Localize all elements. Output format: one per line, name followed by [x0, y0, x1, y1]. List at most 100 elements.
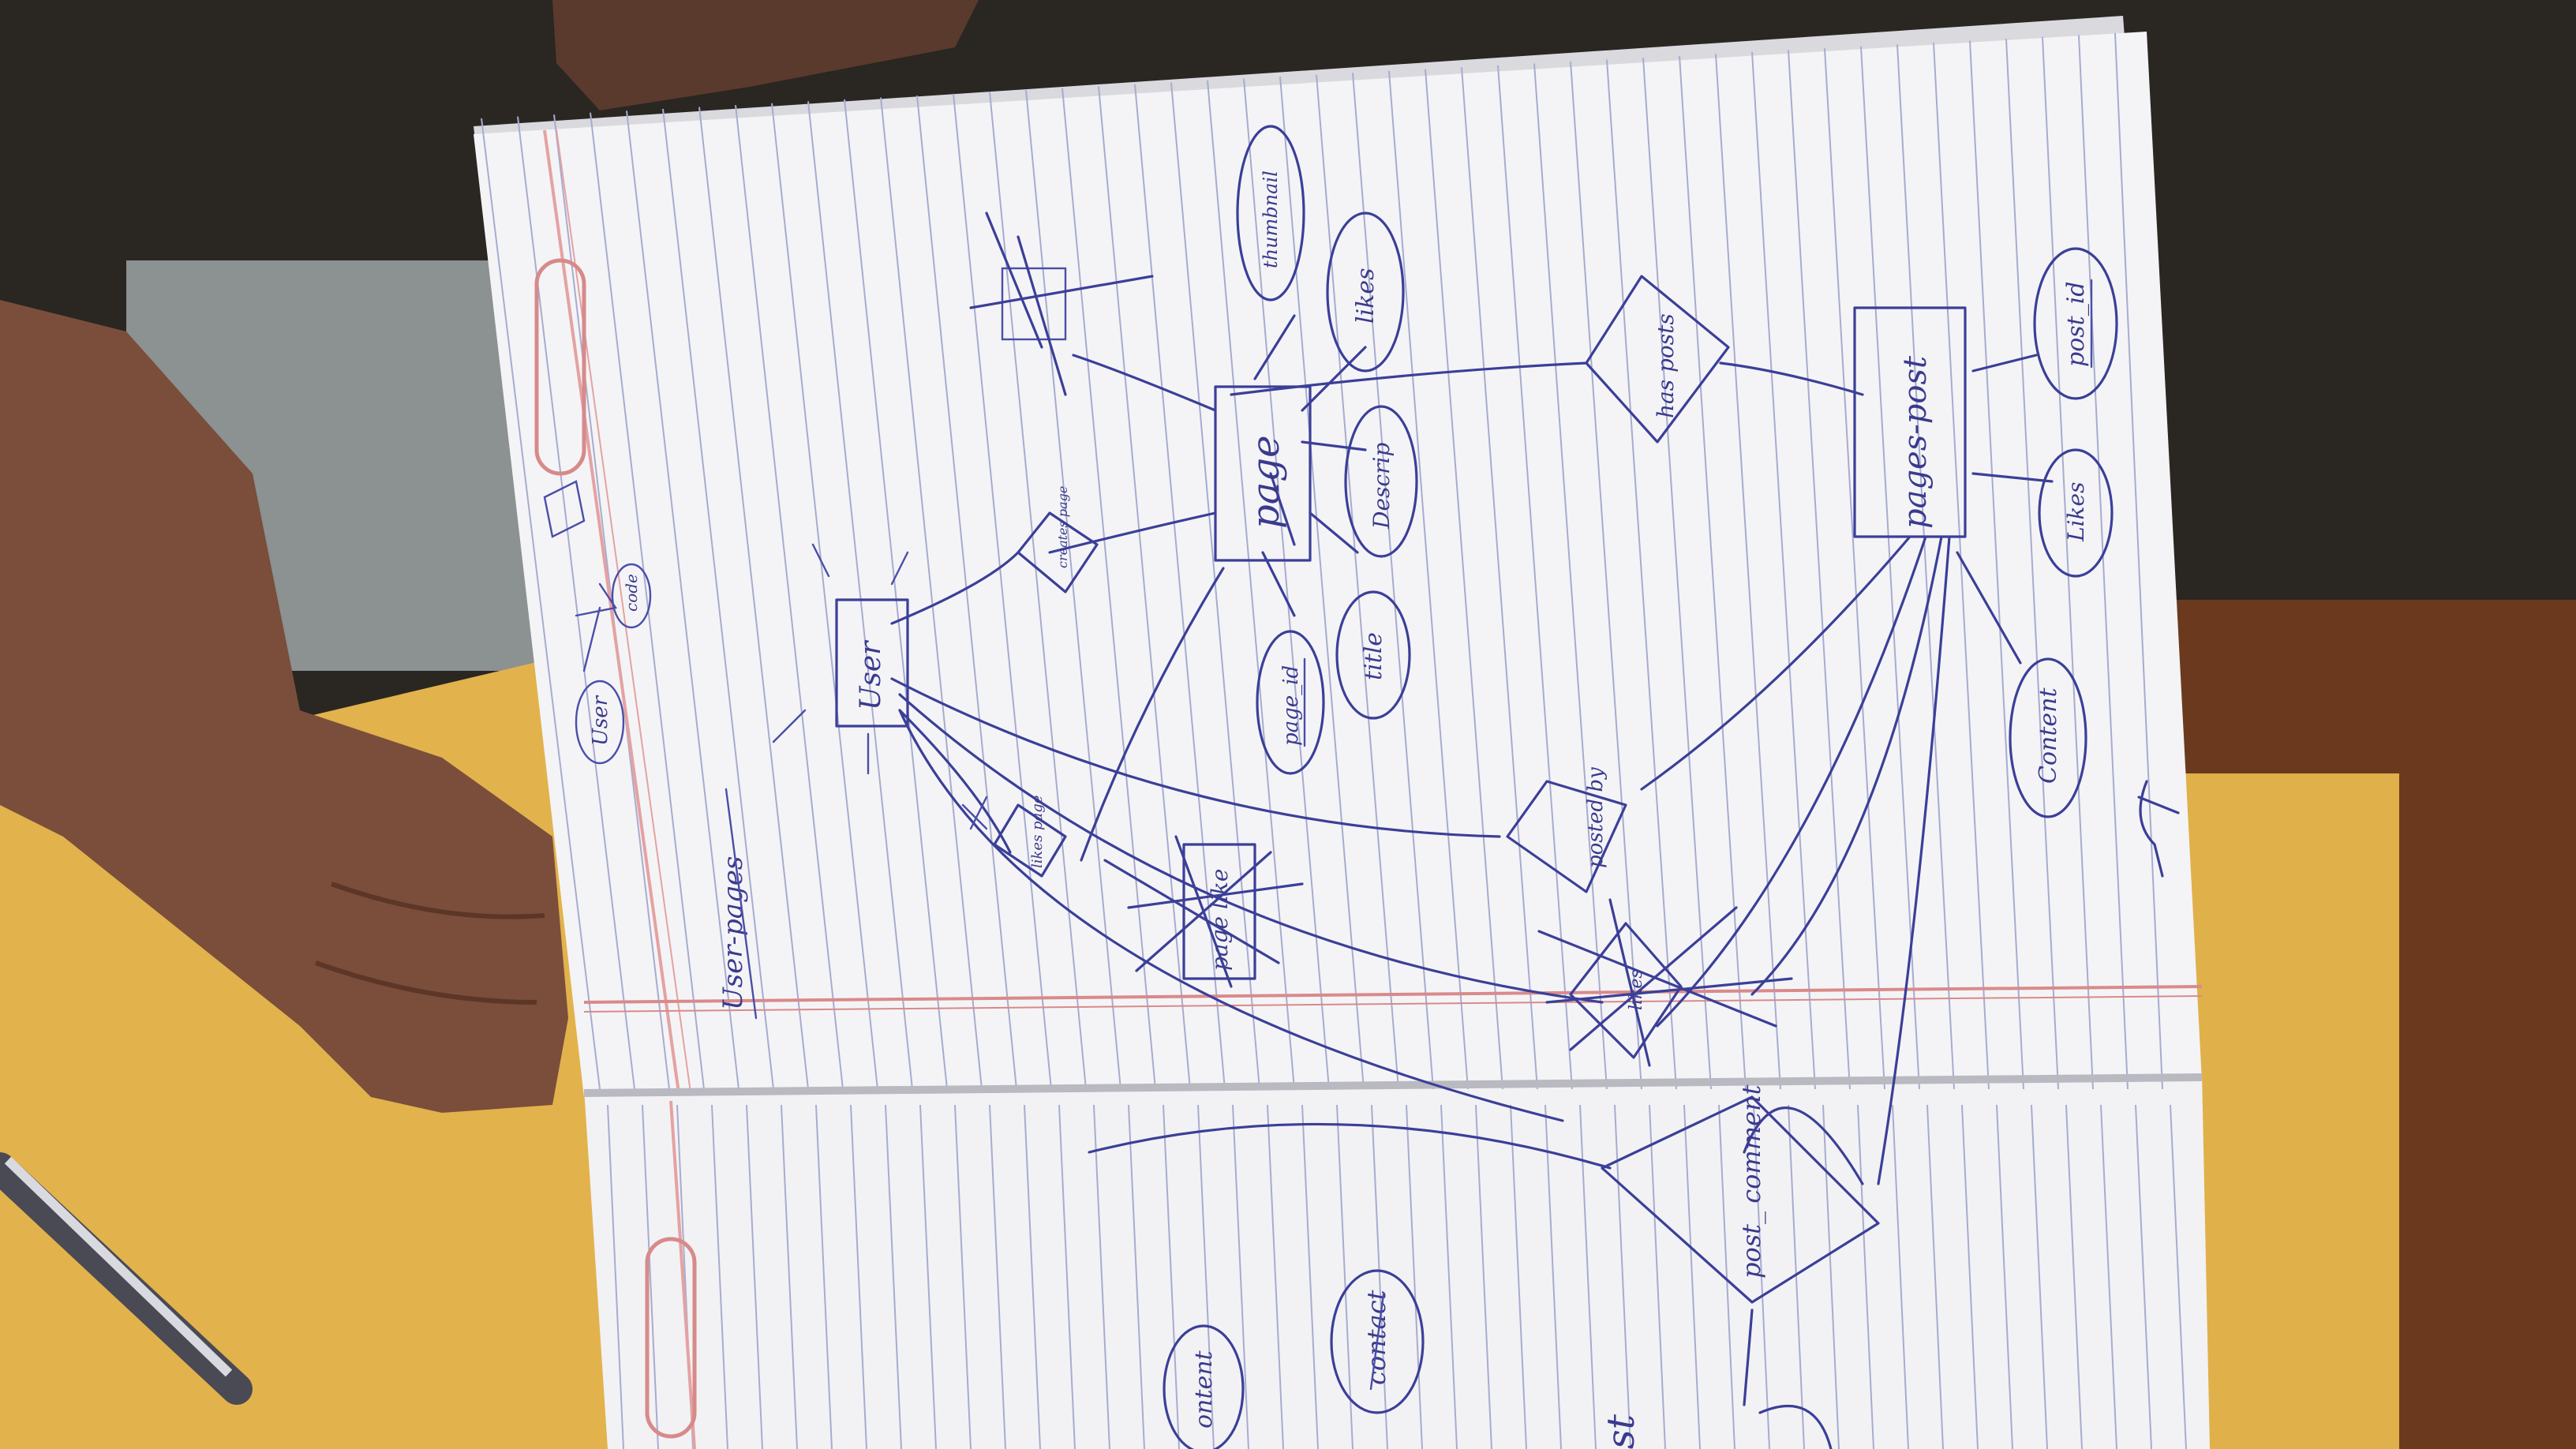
rule-line-lower — [919, 1104, 937, 1449]
rule-line — [2005, 39, 2059, 1090]
rule-line-lower — [1753, 1104, 1770, 1449]
rule-line — [1860, 46, 1920, 1090]
rule-line-lower — [711, 1104, 728, 1449]
attr-page-id: page_id — [1256, 630, 1325, 775]
rule-line-lower — [746, 1104, 763, 1449]
attr-content: Content — [2009, 657, 2087, 818]
entity-user-label: User — [855, 640, 887, 710]
rule-line — [2114, 32, 2163, 1090]
rule-line-lower — [1058, 1104, 1076, 1449]
rule-line — [1679, 55, 1747, 1090]
rule-line — [1606, 59, 1677, 1090]
margin-note-code: code — [611, 563, 652, 629]
rel-creates-page-label: creates page — [1055, 486, 1070, 568]
rule-line — [1098, 86, 1191, 1090]
rule-line-lower — [2031, 1104, 2048, 1449]
rule-line — [1824, 48, 1885, 1090]
rule-line-lower — [850, 1104, 867, 1449]
rule-line — [1570, 61, 1642, 1090]
initials-mark — [2137, 780, 2180, 878]
margin-line-mid — [583, 985, 2203, 1004]
rel-likes-crossed: likes — [1537, 898, 1793, 1067]
rule-line — [1788, 50, 1851, 1090]
rel-posted-by-label: posted by — [1584, 767, 1608, 868]
attr-content-label: Content — [2035, 687, 2062, 784]
rel-likes-page-label: likes page — [1029, 796, 1046, 868]
rule-line — [1497, 65, 1573, 1090]
attr-page-id-label: page_id — [1279, 665, 1303, 746]
rule-line — [1352, 73, 1434, 1090]
crossed-sketch — [969, 212, 1154, 396]
attr-post-id-label: post_id — [2062, 281, 2090, 367]
ruled-lines — [481, 32, 2187, 1449]
attr-thumbnail: thumbnail — [1236, 125, 1305, 301]
rule-line-lower — [1440, 1104, 1458, 1449]
rule-line — [1279, 77, 1365, 1090]
entity-page: page — [1214, 385, 1312, 562]
rule-line-lower — [1822, 1104, 1840, 1449]
rule-line-lower — [781, 1104, 798, 1449]
margin-note-user: User — [575, 680, 625, 765]
entity-page-label: page — [1244, 436, 1288, 529]
entity-pages-post: pages-post — [1853, 306, 1967, 538]
rule-line — [1896, 44, 1955, 1090]
rel-has-posts-label: has posts — [1653, 313, 1679, 418]
rule-line — [1933, 42, 1990, 1090]
attr-post-id: post_id — [2033, 247, 2118, 400]
notebook-page-lower — [584, 1073, 2210, 1449]
pen — [0, 1152, 253, 1405]
rule-line-lower — [1961, 1104, 1979, 1449]
rule-line — [1715, 54, 1781, 1090]
rule-line-lower — [1718, 1104, 1735, 1449]
entity-user: User — [772, 543, 909, 775]
rule-line-lower — [1024, 1104, 1041, 1449]
rule-line — [1243, 78, 1330, 1090]
thumb-top — [552, 0, 979, 110]
margin-line-left — [543, 129, 680, 1094]
rule-line-lower — [1232, 1104, 1249, 1449]
margin-line-lower — [669, 1100, 696, 1449]
rule-line-lower — [1475, 1104, 1492, 1449]
er-diagram: User code User-pages — [543, 125, 2180, 1449]
rule-line — [698, 107, 809, 1090]
rule-line-lower — [1649, 1104, 1666, 1449]
rule-line-lower — [607, 1104, 624, 1449]
notebook-page-main — [474, 32, 2202, 1097]
rule-line-lower — [1926, 1104, 1944, 1449]
rule-line — [1025, 89, 1121, 1090]
rule-line-lower — [1857, 1104, 1874, 1449]
rule-line-lower — [1996, 1104, 2013, 1449]
notebook — [474, 16, 2210, 1449]
rule-line-lower — [989, 1104, 1006, 1449]
attr-likes: likes — [1326, 212, 1405, 373]
rel-likes-crossed-label: likes — [1627, 969, 1646, 1010]
attr-post-likes: Likes — [2038, 448, 2114, 578]
rule-line-lower — [815, 1104, 833, 1449]
attr-post-likes-label: Likes — [2063, 482, 2089, 542]
rule-line — [844, 99, 948, 1090]
rule-line — [662, 108, 774, 1090]
rule-line — [1969, 40, 2024, 1090]
rule-line-lower — [1371, 1104, 1388, 1449]
rule-line-lower — [1788, 1104, 1805, 1449]
rule-line-lower — [2170, 1104, 2187, 1449]
rule-line — [1170, 82, 1260, 1090]
rule-line — [916, 95, 1017, 1090]
rule-line — [1425, 69, 1503, 1090]
attr-thumbnail-label: thumbnail — [1260, 170, 1282, 268]
rule-line-lower — [1614, 1104, 1631, 1449]
rel-post-comment-label: post_ comment — [1736, 1084, 1766, 1279]
margin-line-mid-2 — [583, 995, 2203, 1013]
rule-line — [1533, 63, 1608, 1090]
rule-line — [2042, 36, 2094, 1090]
rule-line-lower — [2100, 1104, 2117, 1449]
attr-description: Descrip — [1344, 405, 1418, 558]
rule-line-lower — [1336, 1104, 1354, 1449]
attr-likes-label: likes — [1352, 268, 1380, 324]
rule-line — [735, 105, 844, 1090]
rel-likes-page: likes page — [961, 796, 1067, 878]
rel-post-comment: post_ comment — [1601, 1084, 1880, 1304]
rule-line-lower — [1093, 1104, 1110, 1449]
rule-line — [1207, 80, 1295, 1090]
